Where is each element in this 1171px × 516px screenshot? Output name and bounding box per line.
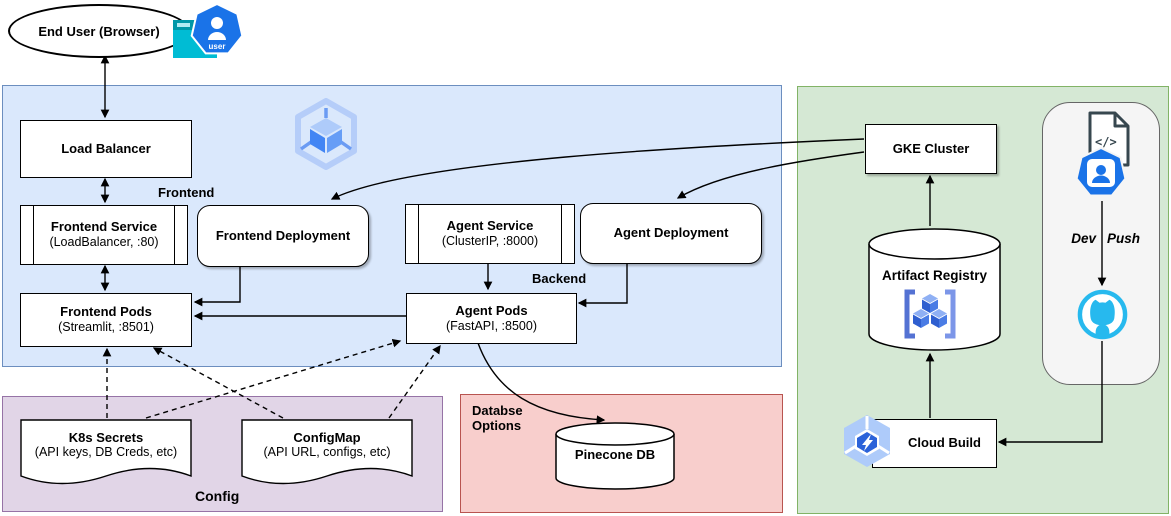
user-icon: user [173, 4, 244, 58]
agent-pods-sublabel: (FastAPI, :8500) [445, 318, 537, 333]
artifact-registry-icon [904, 289, 956, 339]
agent-pods-label: Agent Pods [455, 302, 528, 318]
database-options-label: Databse Options [472, 403, 523, 433]
k8s-secrets-node: K8s Secrets (API keys, DB Creds, etc) [20, 430, 192, 459]
cloud-build-label: Cloud Build [908, 435, 981, 451]
frontend-pods-sublabel: (Streamlit, :8501) [58, 320, 154, 335]
frontend-service-label: Frontend Service [50, 219, 158, 235]
gke-cluster-label: GKE Cluster [892, 140, 970, 156]
frontend-deployment-node: Frontend Deployment [197, 205, 369, 267]
configmap-shape [241, 419, 413, 485]
frontend-group-label: Frontend [158, 185, 215, 200]
frontend-service-node: Frontend Service (LoadBalancer, :80) [20, 205, 188, 265]
configmap-sublabel: (API URL, configs, etc) [263, 445, 391, 459]
artifact-registry-node: Artifact Registry [868, 268, 1001, 283]
configmap-node: ConfigMap (API URL, configs, etc) [241, 430, 413, 459]
frontend-service-sublabel: (LoadBalancer, :80) [49, 235, 159, 250]
cloud-build-icon [844, 415, 890, 467]
frontend-pods-node: Frontend Pods (Streamlit, :8501) [20, 293, 192, 347]
cloud-build-node: Cloud Build [872, 419, 997, 468]
agent-deployment-label: Agent Deployment [613, 225, 729, 241]
k8s-secrets-label: K8s Secrets [68, 430, 144, 445]
config-group-label: Config [195, 488, 240, 504]
agent-service-node: Agent Service (ClusterIP, :8000) [405, 204, 575, 264]
frontend-deployment-label: Frontend Deployment [215, 227, 351, 243]
load-balancer-node: Load Balancer [20, 120, 192, 178]
frontend-pods-label: Frontend Pods [60, 304, 152, 320]
agent-pods-node: Agent Pods (FastAPI, :8500) [406, 293, 577, 344]
pinecone-db-node: Pinecone DB [555, 447, 675, 462]
pinecone-db-label: Pinecone DB [574, 447, 656, 462]
agent-deployment-node: Agent Deployment [580, 203, 762, 264]
artifact-registry-label: Artifact Registry [881, 268, 988, 283]
dev-push-label-right: Push [1107, 231, 1141, 246]
developer-icon [1075, 147, 1127, 197]
backend-group-label: Backend [532, 271, 587, 286]
pinecone-db-shape [555, 422, 675, 490]
load-balancer-label: Load Balancer [61, 140, 151, 156]
agent-service-label: Agent Service [446, 218, 534, 234]
end-user-label: End User (Browser) [38, 23, 160, 39]
configmap-label: ConfigMap [293, 430, 361, 445]
end-user-node: End User (Browser) [8, 4, 190, 58]
gke-cluster-node: GKE Cluster [865, 124, 997, 174]
dev-push-label-left: Dev [1071, 231, 1096, 246]
gke-logo-icon [295, 98, 357, 170]
k8s-secrets-sublabel: (API keys, DB Creds, etc) [34, 445, 178, 459]
github-icon [1077, 289, 1128, 340]
k8s-secrets-shape [20, 419, 192, 485]
agent-service-sublabel: (ClusterIP, :8000) [441, 234, 539, 249]
svg-text:user: user [209, 42, 226, 51]
svg-text:</>: </> [1095, 135, 1117, 149]
